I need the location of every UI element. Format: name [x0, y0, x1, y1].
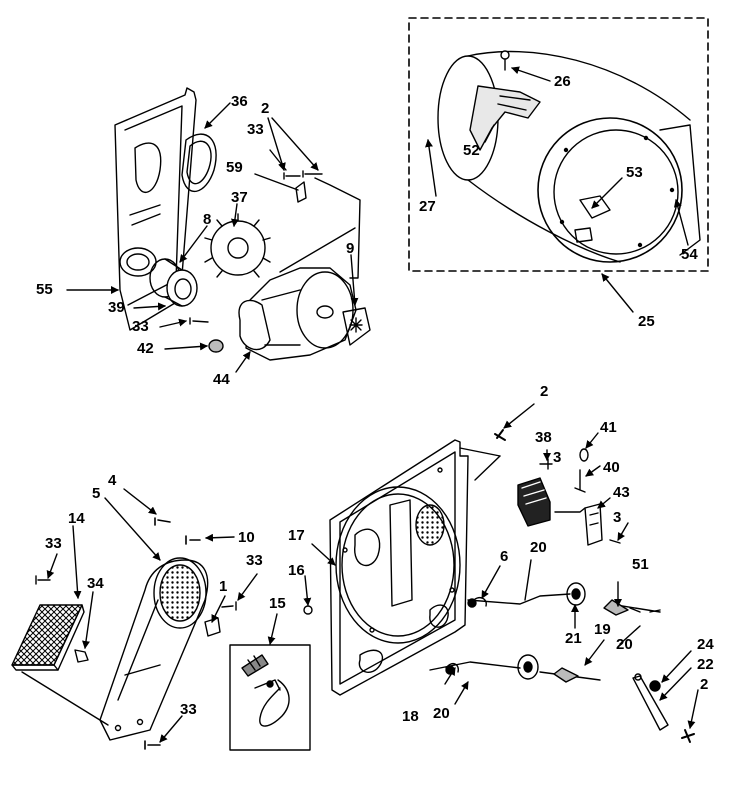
callout-25: 25 [638, 313, 655, 330]
callout-42: 42 [137, 340, 154, 357]
callout-8: 8 [203, 211, 212, 228]
drum [437, 50, 701, 263]
callout-14: 14 [68, 510, 85, 527]
callout-44: 44 [213, 371, 230, 388]
callout-33: 33 [180, 701, 197, 718]
front-panel [99, 557, 209, 741]
callout-27: 27 [419, 198, 436, 215]
callout-9: 9 [346, 240, 355, 257]
callout-51: 51 [632, 556, 649, 573]
callout-6: 6 [500, 548, 509, 565]
callout-43: 43 [613, 484, 630, 501]
callout-3: 3 [613, 509, 622, 526]
callout-19: 19 [594, 621, 611, 638]
idler-bracket [295, 181, 307, 203]
callout-24: 24 [697, 636, 714, 653]
drum-roller-rear [517, 654, 539, 680]
callout-38: 38 [535, 429, 552, 446]
callout-55: 55 [36, 281, 53, 298]
callout-20: 20 [530, 539, 547, 556]
callout-33: 33 [45, 535, 62, 552]
callout-2: 2 [540, 383, 549, 400]
front-seal [181, 133, 217, 193]
callout-17: 17 [288, 527, 305, 544]
door-switch [517, 477, 551, 527]
tension-lever [632, 673, 669, 731]
callout-21: 21 [565, 630, 582, 647]
callout-34: 34 [87, 575, 104, 592]
callout-41: 41 [600, 419, 617, 436]
callout-59: 59 [226, 159, 243, 176]
callout-3: 3 [553, 449, 562, 466]
callout-5: 5 [92, 485, 101, 502]
callout-33: 33 [246, 552, 263, 569]
callout-22: 22 [697, 656, 714, 673]
callout-53: 53 [626, 164, 643, 181]
callout-10: 10 [238, 529, 255, 546]
callout-40: 40 [603, 459, 620, 476]
callout-2: 2 [700, 676, 709, 693]
callout-2: 2 [261, 100, 270, 117]
thermal-fuse [342, 307, 371, 346]
callout-54: 54 [681, 246, 698, 263]
callout-20: 20 [616, 636, 633, 653]
callout-15: 15 [269, 595, 286, 612]
front-bulkhead [329, 439, 469, 696]
callout-39: 39 [108, 299, 125, 316]
callout-1: 1 [219, 578, 228, 595]
harness-kit-box [229, 644, 311, 751]
blower-wheel [204, 213, 271, 278]
rear-bulkhead [114, 87, 197, 331]
switch-bracket [584, 503, 603, 546]
callout-4: 4 [108, 472, 117, 489]
callout-20: 20 [433, 705, 450, 722]
lint-screen [11, 604, 85, 671]
callout-36: 36 [231, 93, 248, 110]
blower-housing [149, 258, 198, 307]
wire-harness [241, 654, 290, 727]
callout-52: 52 [463, 142, 480, 159]
callout-18: 18 [402, 708, 419, 725]
callout-26: 26 [554, 73, 571, 90]
callout-37: 37 [231, 189, 248, 206]
drum-group-box [408, 17, 709, 272]
callout-16: 16 [288, 562, 305, 579]
callout-33: 33 [132, 318, 149, 335]
callout-33: 33 [247, 121, 264, 138]
motor-and-belt [238, 177, 361, 361]
